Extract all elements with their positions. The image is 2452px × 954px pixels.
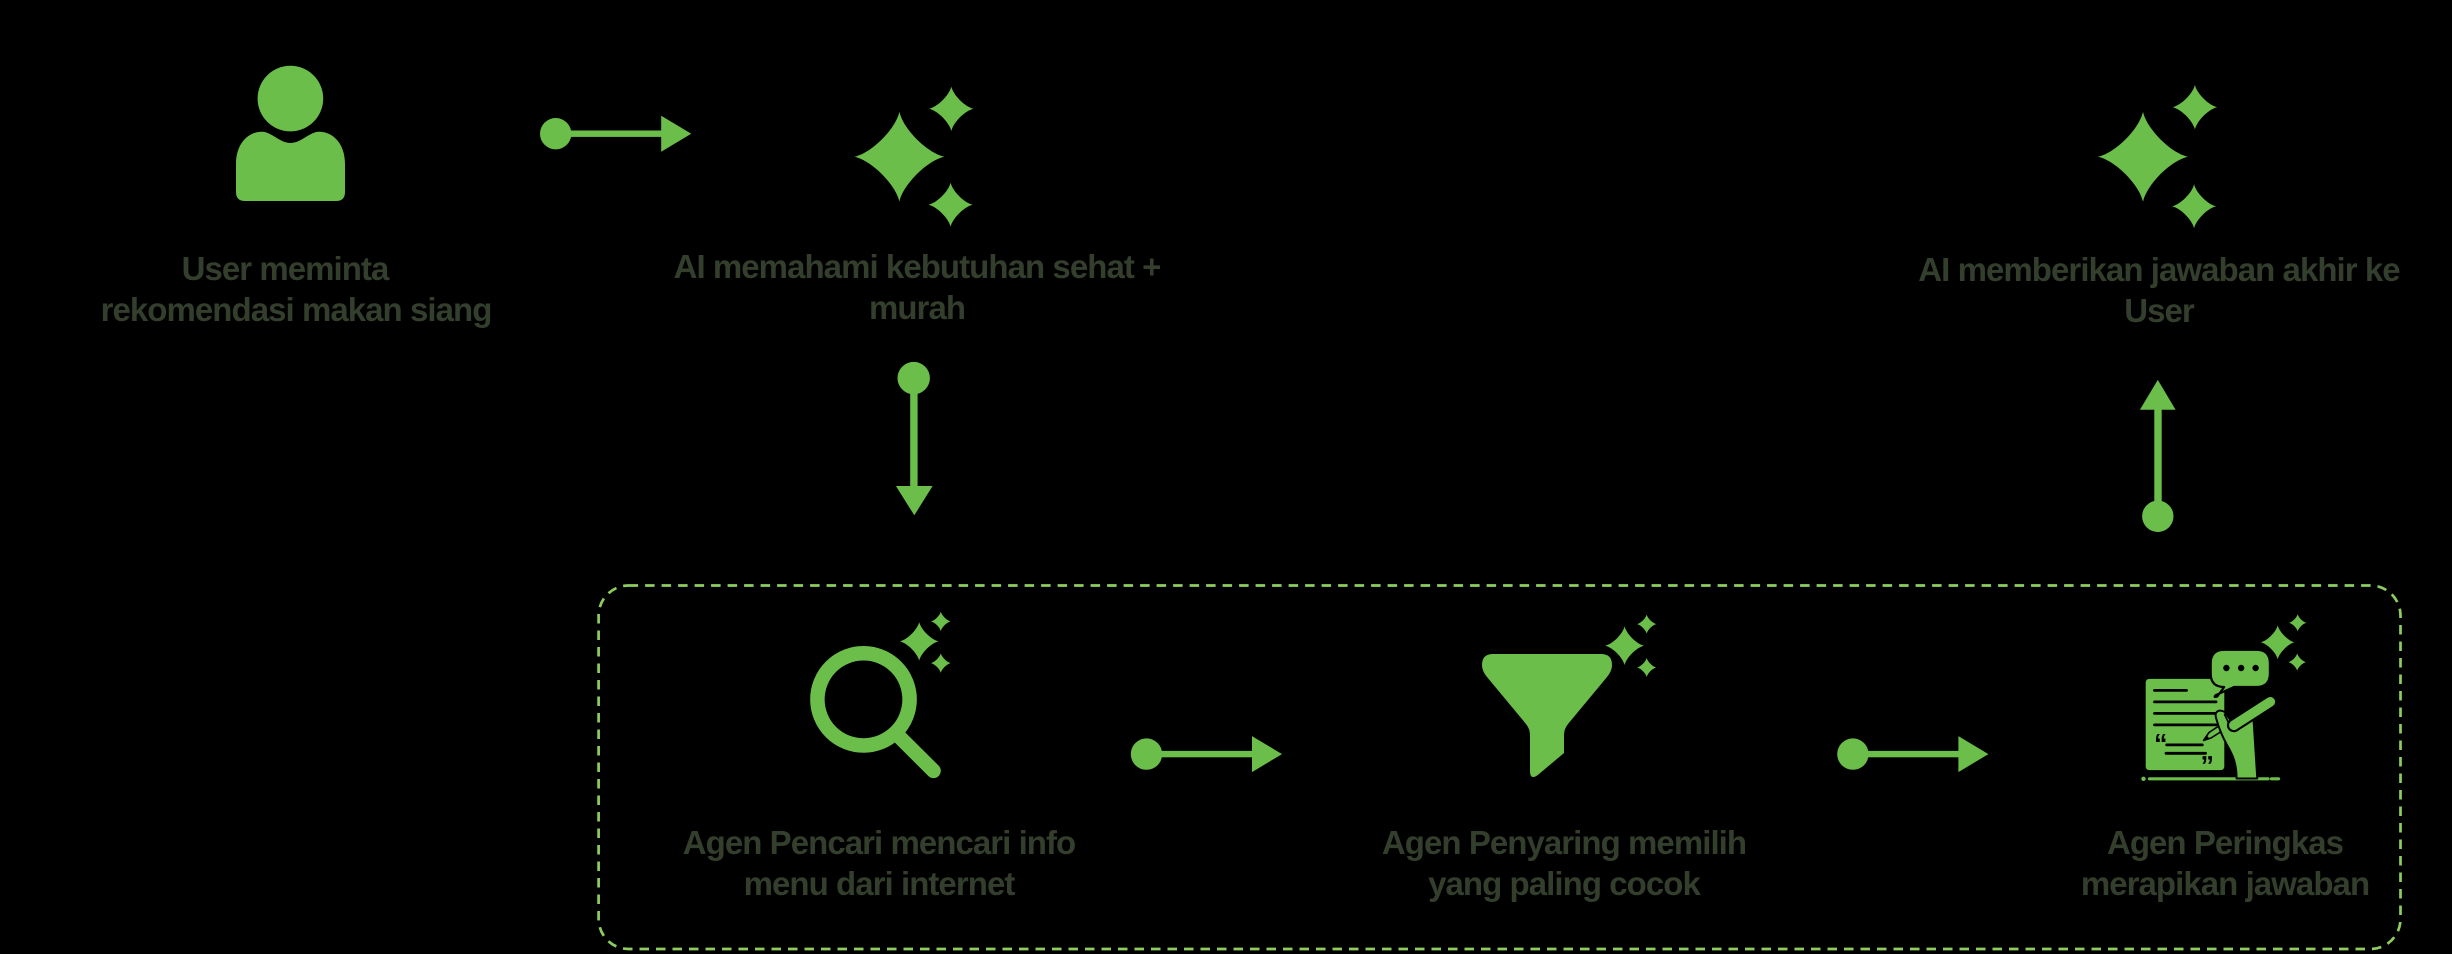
svg-text:“: “ — [2154, 729, 2168, 759]
svg-text:„: „ — [2201, 736, 2215, 766]
